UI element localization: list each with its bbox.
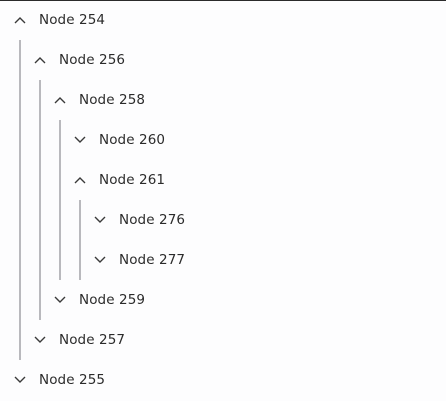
tree-item-node-255[interactable]: Node 255 bbox=[13, 360, 105, 400]
tree-item-node-260[interactable]: Node 260 bbox=[73, 120, 165, 160]
chevron-down-icon[interactable] bbox=[33, 333, 47, 347]
indent-guide-node-254 bbox=[19, 40, 21, 360]
tree-item-node-258[interactable]: Node 258 bbox=[53, 80, 145, 120]
indent-guide-node-261 bbox=[79, 200, 81, 280]
chevron-up-icon[interactable] bbox=[13, 13, 27, 27]
indent-guide-node-256 bbox=[39, 80, 41, 320]
indent-guide-node-258 bbox=[59, 120, 61, 280]
tree-item-label: Node 260 bbox=[99, 132, 166, 148]
chevron-down-icon[interactable] bbox=[73, 133, 87, 147]
tree-item-label: Node 256 bbox=[59, 52, 126, 68]
tree-item-label: Node 261 bbox=[99, 172, 166, 188]
tree-item-node-259[interactable]: Node 259 bbox=[53, 280, 145, 320]
tree-item-node-261[interactable]: Node 261 bbox=[73, 160, 165, 200]
chevron-up-icon[interactable] bbox=[53, 93, 67, 107]
chevron-down-icon[interactable] bbox=[93, 253, 107, 267]
chevron-down-icon[interactable] bbox=[13, 373, 27, 387]
tree-item-node-277[interactable]: Node 277 bbox=[93, 240, 185, 280]
tree-item-label: Node 257 bbox=[59, 332, 126, 348]
tree-item-label: Node 276 bbox=[119, 212, 186, 228]
tree-item-label: Node 277 bbox=[119, 252, 186, 268]
tree-item-node-254[interactable]: Node 254 bbox=[13, 0, 105, 40]
tree-item-label: Node 254 bbox=[39, 12, 106, 28]
tree-item-label: Node 259 bbox=[79, 292, 146, 308]
chevron-down-icon[interactable] bbox=[53, 293, 67, 307]
chevron-up-icon[interactable] bbox=[33, 53, 47, 67]
tree-item-node-257[interactable]: Node 257 bbox=[33, 320, 125, 360]
tree-item-node-256[interactable]: Node 256 bbox=[33, 40, 125, 80]
chevron-up-icon[interactable] bbox=[73, 173, 87, 187]
window-top-border bbox=[0, 0, 446, 1]
tree-item-label: Node 255 bbox=[39, 372, 106, 388]
tree-item-node-276[interactable]: Node 276 bbox=[93, 200, 185, 240]
chevron-down-icon[interactable] bbox=[93, 213, 107, 227]
tree-item-label: Node 258 bbox=[79, 92, 146, 108]
